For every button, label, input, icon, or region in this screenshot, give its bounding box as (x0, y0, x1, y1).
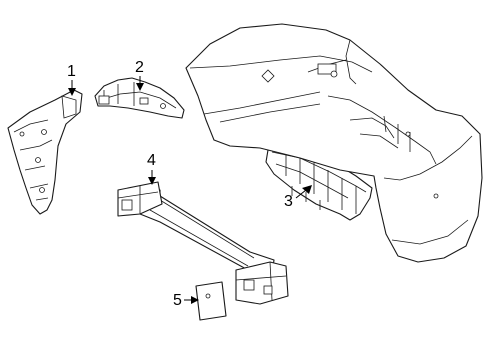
part-2-guide-bracket[interactable] (94, 77, 185, 119)
callout-2: 2 (135, 59, 144, 91)
callout-1-arrowhead (68, 88, 76, 96)
callout-5-number: 5 (173, 292, 182, 309)
part-4-reinforcement-beam[interactable] (117, 181, 289, 305)
callout-3: 3 (284, 185, 312, 210)
callout-2-arrowhead (136, 83, 144, 91)
callout-2-number: 2 (135, 59, 144, 76)
callout-3-number: 3 (284, 193, 293, 210)
bumper-cover[interactable] (185, 23, 483, 263)
part-1-side-bracket[interactable] (7, 89, 83, 215)
callout-1-number: 1 (67, 63, 76, 80)
callout-1: 1 (67, 63, 76, 96)
callout-3-leader (295, 189, 307, 199)
callout-4: 4 (147, 152, 156, 185)
callout-4-number: 4 (147, 152, 156, 169)
part-5-plate[interactable] (195, 281, 227, 321)
callout-5: 5 (173, 292, 199, 309)
callout-3-arrowhead (302, 185, 312, 194)
callout-5-arrowhead (191, 296, 199, 304)
callout-4-arrowhead (148, 177, 156, 185)
